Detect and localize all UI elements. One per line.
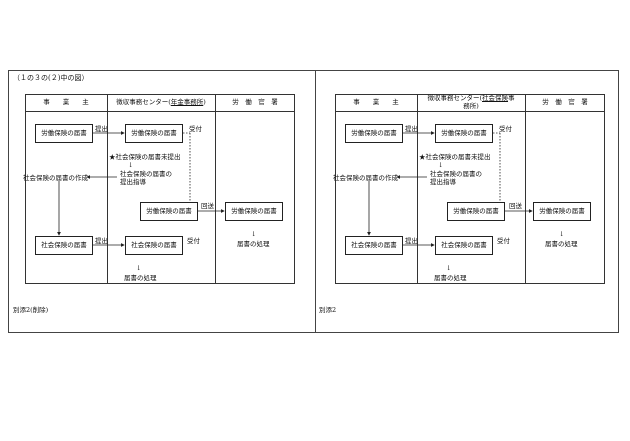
guidance-label-line1: 社会保険の届書の: [120, 170, 172, 178]
center-labor-insurance-form-forward: 労働保険の届書: [447, 202, 505, 221]
header-rule: [335, 111, 605, 112]
right-note: 別添2: [319, 306, 337, 314]
center-labor-insurance-form: 労働保険の届書: [125, 124, 183, 143]
process-label-center: 届書の処理: [124, 274, 157, 282]
down-arrow-glyph: ↓: [438, 161, 444, 169]
receive-label: 受付: [187, 237, 200, 245]
header-collection-center: 徴収事務センター(社会保険事務所): [427, 94, 515, 110]
left-note: 別添2(削除): [13, 306, 49, 314]
create-form-label: 社会保険の届書の作成: [333, 174, 398, 182]
column-divider: [315, 70, 316, 333]
down-arrow-glyph: ↓: [251, 230, 257, 238]
employer-social-insurance-form: 社会保険の届書: [345, 236, 403, 255]
header-employer: 事 業 主: [43, 98, 89, 106]
process-label-labor: 届書の処理: [237, 240, 270, 248]
guidance-label-line2: 提出指導: [430, 178, 456, 186]
column-rule-1: [417, 94, 418, 284]
caption: （１の３の(２)中の図）: [13, 74, 89, 82]
center-social-insurance-form: 社会保険の届書: [125, 236, 183, 255]
diagram-frame: [25, 94, 295, 284]
guidance-label-line2: 提出指導: [120, 178, 146, 186]
center-labor-insurance-form: 労働保険の届書: [435, 124, 493, 143]
submit-label: 提出: [95, 237, 108, 245]
guidance-label-line1: 社会保険の届書の: [430, 170, 482, 178]
create-form-label: 社会保険の届書の作成: [23, 174, 88, 182]
process-label-labor: 届書の処理: [545, 240, 578, 248]
header-collection-center: 徴収事務センター(年金事務所): [116, 98, 206, 106]
labor-office-labor-insurance-form: 労働保険の届書: [225, 202, 283, 221]
unsubmitted-label: ★社会保険の届書未提出: [419, 153, 491, 161]
process-label-center: 届書の処理: [434, 274, 467, 282]
submit-label: 提出: [405, 237, 418, 245]
labor-office-labor-insurance-form: 労働保険の届書: [533, 202, 591, 221]
submit-label: 提出: [95, 125, 108, 133]
down-arrow-glyph: ↓: [559, 230, 565, 238]
flow-arrows: [57, 131, 225, 247]
column-rule-2: [215, 94, 216, 284]
left-flow-diagram: 事 業 主 徴収事務センター(年金事務所) 労 働 官 署 労働保険の届書 労働…: [23, 94, 295, 284]
employer-labor-insurance-form: 労働保険の届書: [35, 124, 93, 143]
down-arrow-glyph: ↓: [128, 161, 134, 169]
employer-labor-insurance-form: 労働保険の届書: [345, 124, 403, 143]
diagram-frame: [335, 94, 605, 284]
transfer-label: 回送: [201, 202, 214, 210]
receive-label: 受付: [189, 125, 202, 133]
right-flow-diagram: 事 業 主 徴収事務センター(社会保険事務所) 労 働 官 署 労働保険の届書 …: [333, 94, 605, 284]
header-labor-office: 労 働 官 署: [232, 98, 278, 106]
flow-arrows: [367, 131, 533, 247]
page-frame: [8, 70, 619, 333]
column-rule-2: [525, 94, 526, 284]
header-employer: 事 業 主: [353, 98, 399, 106]
down-arrow-glyph: ↓: [136, 264, 142, 272]
center-social-insurance-form: 社会保険の届書: [435, 236, 493, 255]
down-arrow-glyph: ↓: [446, 264, 452, 272]
column-rule-1: [107, 94, 108, 284]
employer-social-insurance-form: 社会保険の届書: [35, 236, 93, 255]
transfer-label: 回送: [509, 202, 522, 210]
header-rule: [25, 111, 295, 112]
receive-label: 受付: [497, 237, 510, 245]
center-labor-insurance-form-forward: 労働保険の届書: [140, 202, 198, 221]
header-labor-office: 労 働 官 署: [542, 98, 588, 106]
unsubmitted-label: ★社会保険の届書未提出: [109, 153, 181, 161]
receive-label: 受付: [499, 125, 512, 133]
submit-label: 提出: [405, 125, 418, 133]
